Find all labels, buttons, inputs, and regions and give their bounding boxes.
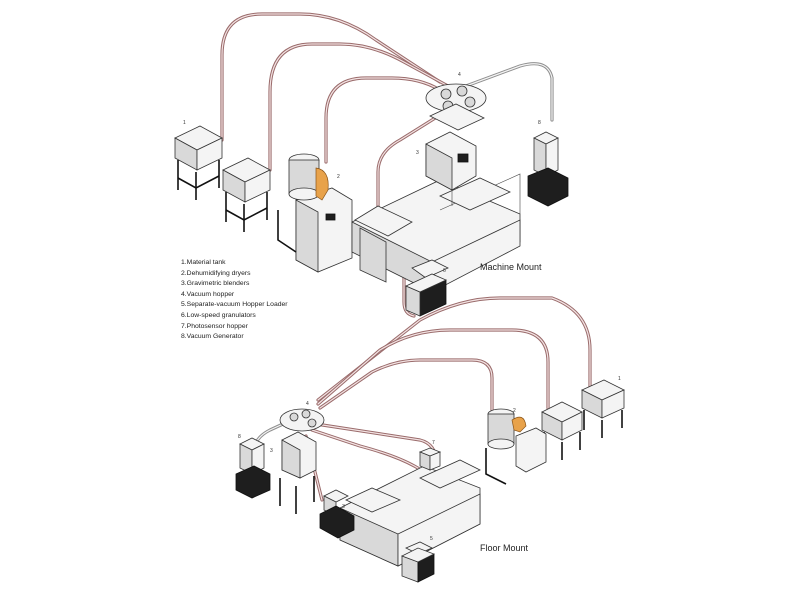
vacuum-hopper-top: 4 bbox=[425, 72, 487, 131]
callout-generator-bottom: 8 bbox=[238, 434, 241, 440]
hopper-loader-bottom: 3 bbox=[319, 489, 355, 539]
machine-mount-label: Machine Mount bbox=[480, 262, 542, 272]
callout-blender-top: 3 bbox=[416, 150, 419, 156]
callout-dryer-top: 2 bbox=[337, 174, 340, 180]
callout-dryer-bottom: 2 bbox=[513, 408, 516, 414]
floor-mount-label: Floor Mount bbox=[480, 543, 529, 553]
material-tank-top-2 bbox=[222, 157, 271, 232]
callout-granulator-bottom: 5 bbox=[430, 536, 433, 542]
low-speed-granulator-bottom: 5 bbox=[401, 536, 435, 583]
callout-material-tank-top: 1 bbox=[183, 120, 186, 126]
callout-material-tank-bottom: 1 bbox=[618, 376, 621, 382]
material-tank-top-1: 1 bbox=[174, 120, 223, 200]
callout-loader-bottom: 3 bbox=[342, 504, 345, 510]
legend-item: 1.Material tank bbox=[181, 259, 226, 266]
dehumidifying-dryer-bottom: 2 bbox=[485, 408, 547, 485]
material-tank-bottom-2 bbox=[541, 401, 583, 460]
legend-item: 2.Dehumidifying dryers bbox=[181, 269, 251, 277]
machine-mount-pipes bbox=[220, 12, 554, 318]
legend-item: 3.Gravimetric blenders bbox=[181, 280, 250, 288]
vacuum-generator-top: 8 bbox=[527, 120, 569, 207]
callout-generator-top: 8 bbox=[538, 120, 541, 126]
legend-item: 6.Low-speed granulators bbox=[181, 311, 256, 319]
gravimetric-blender-top: 3 bbox=[416, 131, 477, 206]
legend-item: 7.Photosensor hopper bbox=[181, 322, 248, 330]
callout-photosensor-bottom: 7 bbox=[432, 440, 435, 446]
low-speed-granulator-top: 6 bbox=[405, 259, 449, 317]
vacuum-hopper-bottom: 4 bbox=[279, 401, 325, 432]
callout-granulator-top: 6 bbox=[443, 268, 446, 274]
callout-vacuum-hopper-bottom: 4 bbox=[306, 401, 309, 407]
injection-machine-top bbox=[351, 173, 521, 293]
legend-item: 4.Vacuum hopper bbox=[181, 290, 235, 298]
material-tank-bottom-1: 1 bbox=[581, 376, 625, 438]
injection-machine-bottom bbox=[339, 459, 481, 567]
vacuum-generator-bottom: 8 bbox=[235, 434, 271, 499]
dehumidifying-dryer-top: 2 bbox=[277, 153, 353, 273]
gravimetric-blender-bottom: 3 bbox=[270, 431, 317, 514]
legend-item: 5.Separate-vacuum Hopper Loader bbox=[181, 301, 288, 309]
legend-item: 8.Vacuum Generator bbox=[181, 333, 244, 341]
photosensor-hopper-bottom: 7 bbox=[418, 440, 442, 471]
callout-vacuum-hopper-top: 4 bbox=[458, 72, 461, 78]
callout-blender-bottom: 3 bbox=[270, 448, 273, 454]
component-legend: 1.Material tank 2.Dehumidifying dryers 3… bbox=[181, 258, 288, 343]
